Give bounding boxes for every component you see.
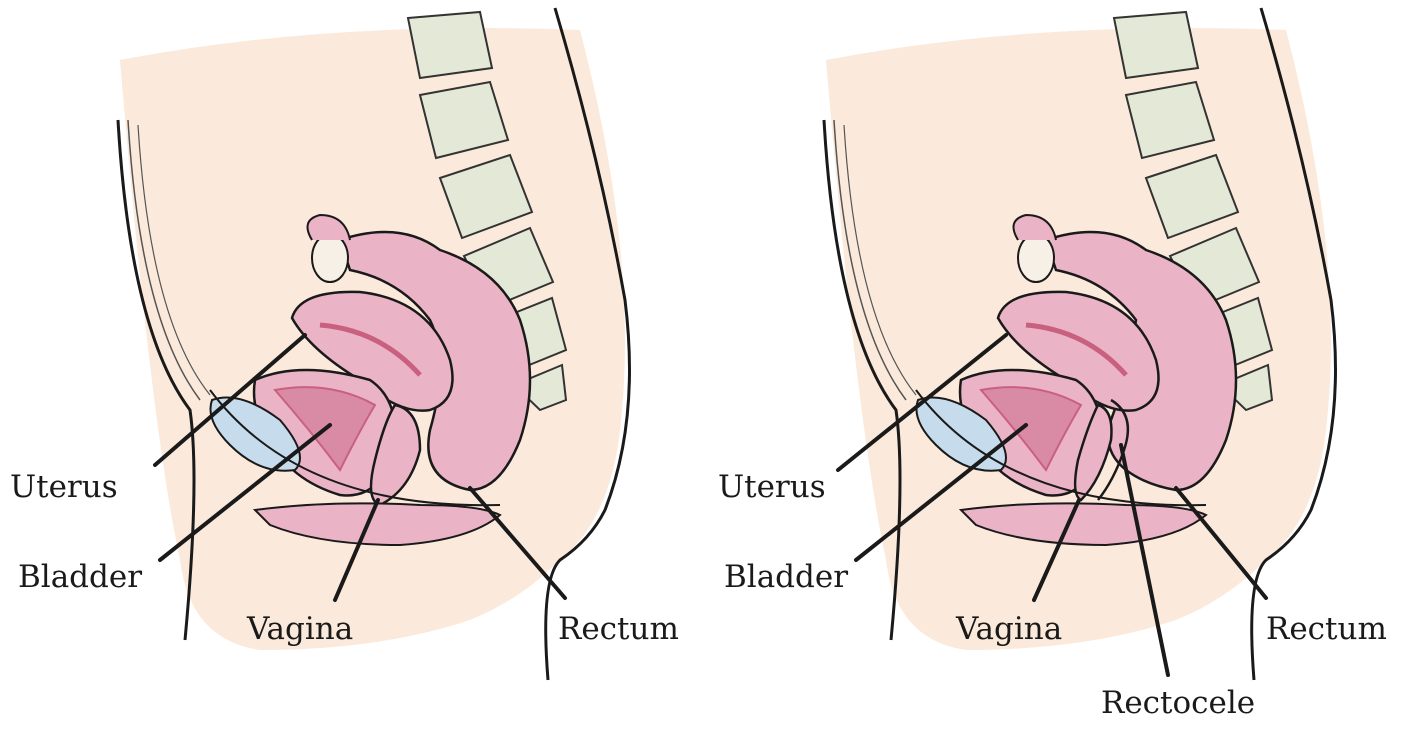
normal-anatomy-figure: Uterus Bladder Vagina Rectum	[0, 0, 705, 736]
uterus-label: Uterus	[718, 472, 826, 503]
ovary	[312, 234, 348, 282]
rectocele-anatomy-figure: Uterus Bladder Vagina Rectum Rectocele	[706, 0, 1411, 736]
rectum-label: Rectum	[1266, 614, 1387, 645]
vagina-label: Vagina	[956, 614, 1062, 645]
ovary	[1018, 234, 1054, 282]
rectum-label: Rectum	[558, 614, 679, 645]
uterus-label: Uterus	[10, 472, 118, 503]
rectocele-label: Rectocele	[1101, 688, 1255, 719]
vagina-label: Vagina	[247, 614, 353, 645]
bladder-label: Bladder	[18, 562, 142, 593]
bladder-label: Bladder	[724, 562, 848, 593]
